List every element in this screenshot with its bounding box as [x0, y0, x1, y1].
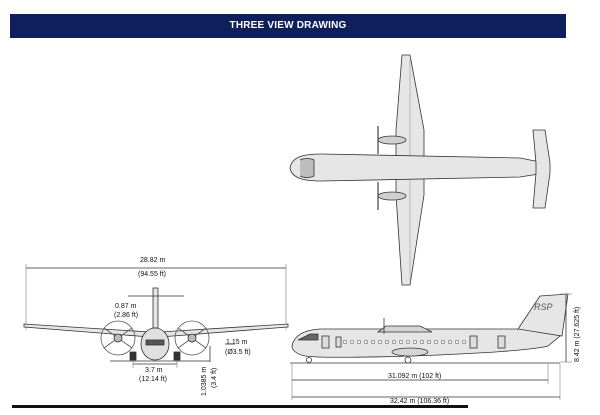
prop-clearance-feet: (2.86 ft) — [114, 312, 139, 319]
front-view-fin — [152, 287, 159, 329]
prop-clearance-meters: 0.87 m — [115, 303, 137, 310]
gear-track-feet: (12.14 ft) — [139, 376, 168, 383]
fuselage-length: 31.092 m (102 ft) — [388, 373, 441, 380]
overall-height: 8.42 m (27.625 ft) — [574, 306, 581, 362]
ground-clearance-meters: 1.0385 m — [201, 366, 208, 396]
overall-length-feet: (106.36 ft) — [417, 398, 450, 405]
top-view-tail — [532, 129, 551, 209]
side-view — [290, 293, 572, 400]
fuselage-length-feet: (102 ft) — [419, 373, 442, 380]
front-view-prop-right — [174, 320, 210, 356]
span-meters: 28.82 m — [140, 257, 166, 264]
fuselage-length-meters: 31.092 m — [388, 373, 418, 380]
title-banner: THREE VIEW DRAWING — [10, 14, 566, 38]
tail-logo: RSP — [534, 302, 553, 312]
top-view — [289, 54, 551, 286]
top-view-fuselage — [289, 153, 546, 182]
top-view-engine-left — [377, 135, 407, 145]
ground-clearance-feet: (3.4 ft) — [211, 367, 218, 388]
side-view-fin — [517, 293, 569, 337]
span-feet: (94.55 ft) — [138, 271, 167, 278]
front-view — [23, 264, 289, 368]
prop-diameter-feet: (Ø3.5 ft) — [225, 349, 251, 356]
gear-track-meters: 3.7 m — [145, 367, 163, 374]
top-view-engine-right — [377, 191, 407, 201]
prop-diameter-meters: 1.15 m — [226, 339, 248, 346]
side-view-engine — [376, 325, 433, 333]
page-title: THREE VIEW DRAWING — [229, 20, 347, 31]
bottom-rule — [12, 405, 468, 408]
overall-length: 32.42 m (106.36 ft) — [390, 398, 449, 405]
front-view-prop-left — [100, 320, 136, 356]
side-view-windows — [342, 339, 467, 345]
overall-length-meters: 32.42 m — [390, 398, 416, 405]
